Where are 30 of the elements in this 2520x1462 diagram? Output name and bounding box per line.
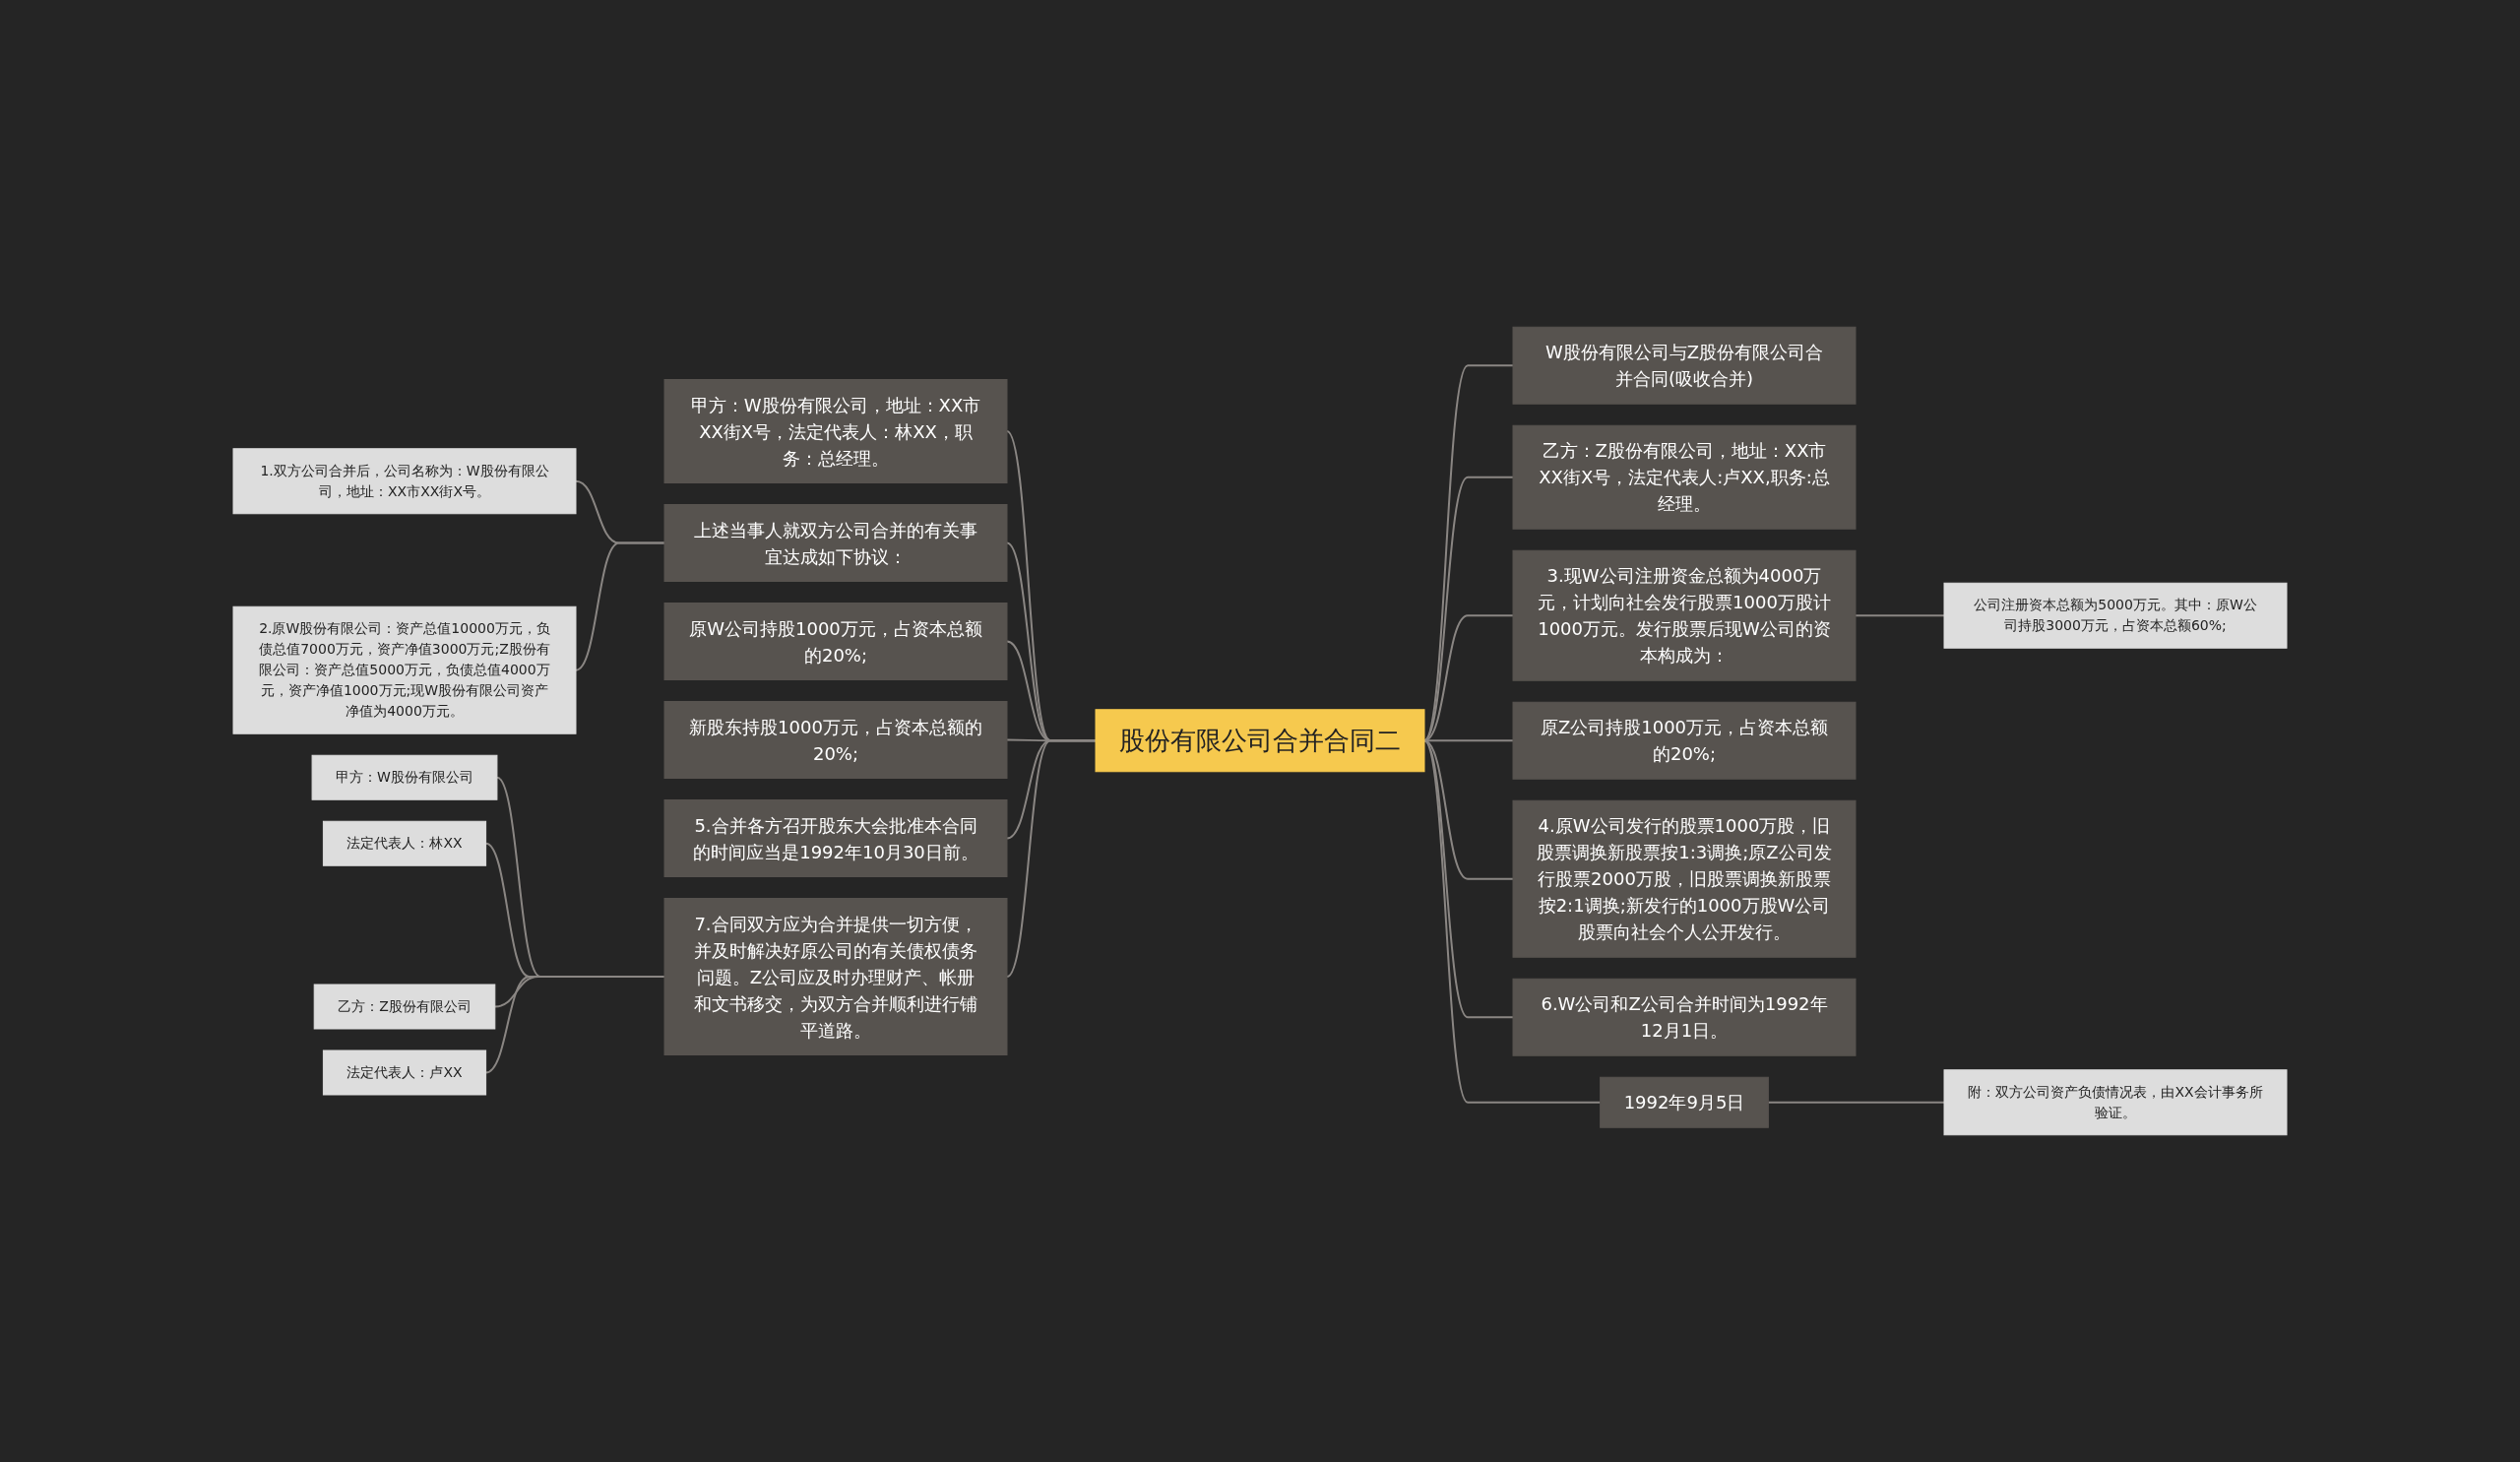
connector (1006, 739, 1097, 978)
node-box: 3.现W公司注册资金总额为4000万元，计划向社会发行股票1000万股计1000万元。发行股票后现W公司的资本构成为： (1512, 549, 1857, 681)
node-box: 乙方：Z股份有限公司，地址：XX市XX街X号，法定代表人:卢XX,职务:总经理。 (1512, 424, 1857, 530)
node-box: 1992年9月5日 (1600, 1076, 1769, 1128)
node-box: 甲方：W股份有限公司 (311, 754, 498, 800)
node-box: 原W公司持股1000万元，占资本总额的20%; (663, 603, 1008, 680)
node-box: W股份有限公司与Z股份有限公司合并合同(吸收合并) (1512, 326, 1857, 405)
node-box: 1.双方公司合并后，公司名称为：W股份有限公司，地址：XX市XX街X号。 (232, 448, 577, 515)
connector (1855, 614, 1945, 617)
node-box: 4.原W公司发行的股票1000万股，旧股票调换新股票按1:3调换;原Z公司发行股票2000万股，旧股票调换新股票按2:1调换;新发行的1000万股W公司股票向社会个人公开发行。 (1512, 799, 1857, 958)
node-box: 乙方：Z股份有限公司 (313, 984, 496, 1030)
connector (1767, 1101, 1945, 1104)
node-box: 原Z公司持股1000万元，占资本总额的20%; (1512, 701, 1857, 780)
connector (1423, 364, 1514, 742)
node-box: 5.合并各方召开股东大会批准本合同的时间应当是1992年10月30日前。 (663, 799, 1008, 877)
node-box: 6.W公司和Z公司合并时间为1992年12月1日。 (1512, 978, 1857, 1056)
node-box: 上述当事人就双方公司合并的有关事宜达成如下协议： (663, 504, 1008, 582)
node-box: 法定代表人：卢XX (322, 1049, 487, 1096)
node-box: 7.合同双方应为合并提供一切方便，并及时解决好原公司的有关债权债务问题。Z公司应及时办理财产、帐册和文书移交，为双方合并顺利进行铺平道路。 (663, 898, 1008, 1055)
connector (1423, 739, 1602, 1104)
node-box: 法定代表人：林XX (322, 820, 487, 866)
node-box: 甲方：W股份有限公司，地址：XX市XX街X号，法定代表人：林XX，职务：总经理。 (663, 379, 1008, 483)
node-box: 2.原W股份有限公司：资产总值10000万元，负债总值7000万元，资产净值3000万元;Z股份有限公司：资产总值5000万元，负债总值4000万元，资产净值1000万元;现W股份有限公司资产净值为4000万元。 (232, 605, 577, 734)
node-box: 新股东持股1000万元，占资本总额的20%; (663, 701, 1008, 779)
node-box: 附：双方公司资产负债情况表，由XX会计事务所验证。 (1943, 1069, 2288, 1136)
connector (1423, 739, 1514, 1019)
connector (575, 541, 665, 671)
connector (484, 976, 665, 1074)
node-box: 公司注册资本总额为5000万元。其中：原W公司持股3000万元，占资本总额60%; (1943, 582, 2288, 649)
node-box: 股份有限公司合并合同二 (1095, 709, 1425, 773)
